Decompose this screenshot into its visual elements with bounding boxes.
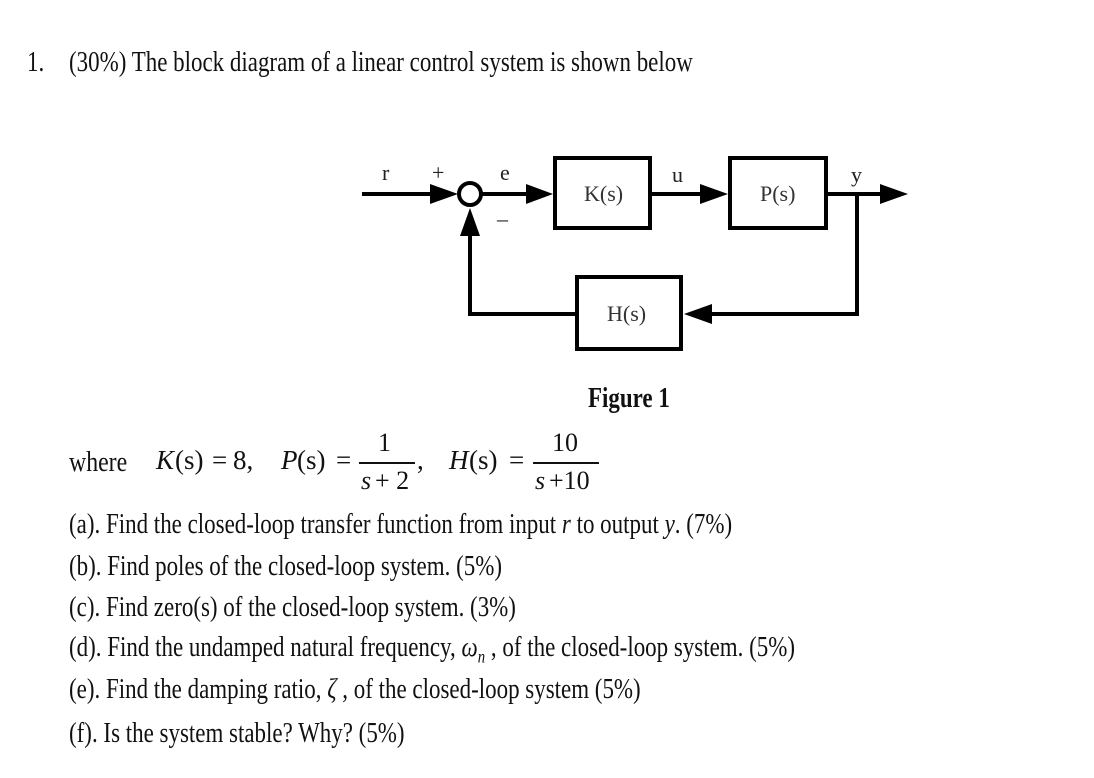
var-y: y (664, 509, 675, 540)
label-plus: + (432, 160, 444, 185)
label-u: u (672, 162, 683, 187)
zeta-symbol: ζ (327, 674, 337, 705)
p-equals: = (336, 445, 352, 475)
h-equals: = (509, 445, 525, 475)
h-den-var: s (535, 466, 546, 495)
item-d-text: (d). Find the undamped natural frequency… (69, 632, 462, 663)
question-item-e: (e). Find the damping ratio, ζ , of the … (69, 676, 641, 704)
feedback-up-arrowhead (460, 208, 480, 236)
label-e: e (500, 160, 510, 185)
question-item-b: (b). Find poles of the closed-loop syste… (69, 551, 502, 582)
h-den-rest: +10 (549, 466, 590, 495)
p-den-var: s (361, 466, 372, 495)
question-item-c: (c). Find zero(s) of the closed-loop sys… (69, 592, 516, 623)
item-e-text: (e). Find the damping ratio, (69, 674, 328, 705)
p-comma: , (417, 445, 424, 475)
p-fraction-bar (359, 462, 415, 464)
label-plant: P(s) (760, 181, 795, 206)
omega-symbol: ω (461, 632, 478, 663)
control-arrowhead (700, 184, 728, 204)
p-den-rest: + 2 (375, 466, 410, 495)
feedback-path-right (710, 194, 859, 316)
transfer-function-definitions: where K (s) = 8, P (s) = 1 s + 2 , H (s)… (69, 428, 629, 500)
var-r: r (561, 509, 571, 540)
item-a-text: (a). Find the closed-loop transfer funct… (69, 509, 562, 540)
omega-subscript: n (477, 646, 486, 667)
question-item-a: (a). Find the closed-loop transfer funct… (69, 511, 732, 539)
k-symbol: K (156, 445, 175, 475)
k-equals: = (212, 445, 228, 475)
h-symbol: H (449, 445, 469, 475)
k-value: 8, (233, 445, 254, 475)
item-a-post: . (7%) (674, 509, 733, 540)
error-arrowhead (526, 184, 553, 204)
feedback-arrowhead (684, 304, 712, 324)
block-feedback (575, 275, 683, 351)
p-arg: (s) (297, 445, 326, 475)
question-item-d: (d). Find the undamped natural frequency… (69, 634, 795, 666)
item-a-mid: to output (570, 509, 665, 540)
input-arrowhead (430, 184, 458, 204)
output-arrowhead (880, 184, 908, 204)
question-title: (30%) The block diagram of a linear cont… (69, 47, 693, 78)
h-arg: (s) (469, 445, 498, 475)
feedback-path-left (468, 235, 577, 316)
summing-junction (457, 181, 483, 207)
figure-caption: Figure 1 (588, 383, 670, 414)
block-controller (553, 156, 652, 230)
label-controller: K(s) (584, 181, 623, 206)
h-fraction-bar (533, 462, 599, 464)
label-y: y (851, 162, 862, 187)
item-d-post: , of the closed-loop system. (5%) (485, 632, 796, 663)
question-number: 1. (27, 47, 45, 78)
k-arg: (s) (175, 445, 204, 475)
item-e-post: , of the closed-loop system (5%) (336, 674, 641, 705)
label-minus: – (496, 206, 509, 231)
where-label: where (69, 447, 128, 478)
label-feedback: H(s) (607, 301, 646, 326)
p-symbol: P (281, 445, 298, 475)
p-numerator: 1 (378, 428, 391, 457)
h-numerator: 10 (552, 428, 578, 457)
question-item-f: (f). Is the system stable? Why? (5%) (69, 718, 405, 749)
label-r: r (382, 160, 390, 185)
